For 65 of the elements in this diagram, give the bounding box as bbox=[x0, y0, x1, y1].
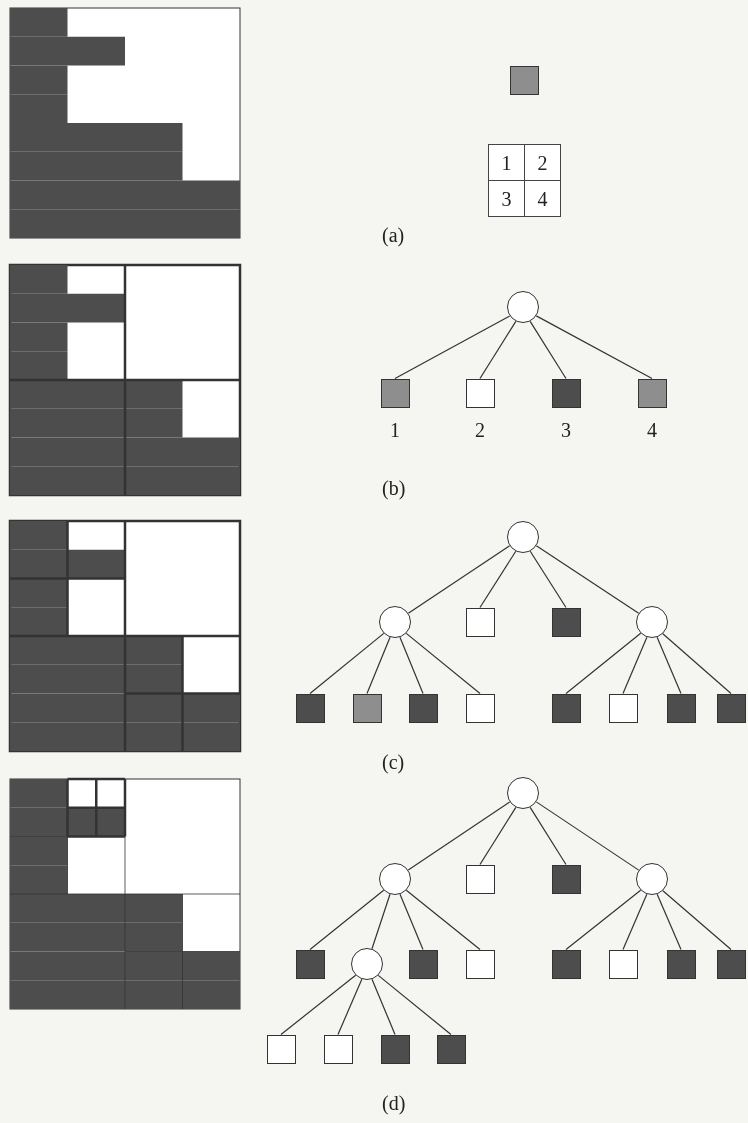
square-node bbox=[551, 864, 581, 894]
square-node bbox=[551, 607, 581, 637]
tree-edge bbox=[535, 315, 653, 380]
tree-edge bbox=[399, 893, 424, 951]
square-node bbox=[551, 378, 581, 408]
square-node bbox=[716, 693, 746, 723]
tree-edge bbox=[622, 636, 648, 695]
square-node bbox=[465, 607, 495, 637]
tree-edge bbox=[405, 889, 481, 951]
tree-edge bbox=[399, 636, 424, 695]
tree-edge bbox=[407, 545, 511, 614]
tree-edge bbox=[565, 632, 642, 695]
tree-edge bbox=[407, 801, 511, 871]
tree-edge bbox=[309, 889, 385, 951]
square-node bbox=[465, 693, 495, 723]
node-number: 2 bbox=[474, 419, 486, 440]
square-node bbox=[465, 949, 495, 979]
panel-caption: (a) bbox=[382, 225, 405, 245]
quadrant-cell: 3 bbox=[488, 180, 525, 217]
square-node bbox=[323, 1034, 353, 1064]
square-node bbox=[551, 693, 581, 723]
tree-edge bbox=[656, 636, 682, 695]
square-node bbox=[295, 949, 325, 979]
node-number: 3 bbox=[560, 419, 572, 440]
square-node bbox=[352, 693, 382, 723]
tree-edge bbox=[535, 801, 640, 871]
square-node bbox=[465, 378, 495, 408]
tree-edge bbox=[662, 633, 732, 695]
node-number: 1 bbox=[389, 419, 401, 440]
square-node bbox=[408, 949, 438, 979]
panel-caption: (c) bbox=[382, 752, 405, 772]
panel-caption: (b) bbox=[382, 478, 406, 498]
quadrant-cell: 2 bbox=[524, 144, 561, 181]
tree-edge bbox=[394, 315, 511, 380]
node-number: 4 bbox=[646, 419, 658, 440]
square-node bbox=[608, 693, 638, 723]
square-node bbox=[716, 949, 746, 979]
square-node bbox=[666, 949, 696, 979]
square-node bbox=[295, 693, 325, 723]
tree-edge bbox=[565, 889, 642, 951]
square-node bbox=[436, 1034, 466, 1064]
square-node bbox=[666, 693, 696, 723]
square-node bbox=[608, 949, 638, 979]
tree-edge bbox=[371, 978, 396, 1036]
tree-edge bbox=[280, 974, 357, 1036]
tree-edge bbox=[405, 632, 481, 695]
tree-edge bbox=[656, 893, 682, 951]
tree-edge bbox=[337, 978, 363, 1036]
tree-edge bbox=[535, 545, 640, 614]
square-node bbox=[465, 864, 495, 894]
tree-edge bbox=[371, 893, 391, 950]
tree-edge bbox=[309, 632, 385, 695]
tree-edge bbox=[366, 636, 391, 695]
square-node bbox=[266, 1034, 296, 1064]
tree-edge bbox=[377, 974, 452, 1036]
square-node bbox=[380, 378, 410, 408]
square-node bbox=[509, 65, 539, 95]
square-node bbox=[551, 949, 581, 979]
square-node bbox=[637, 378, 667, 408]
tree-edge bbox=[622, 893, 648, 951]
square-node bbox=[408, 693, 438, 723]
square-node bbox=[380, 1034, 410, 1064]
tree-edge bbox=[662, 890, 732, 951]
panel-caption: (d) bbox=[382, 1093, 406, 1113]
quadrant-cell: 4 bbox=[524, 180, 561, 217]
